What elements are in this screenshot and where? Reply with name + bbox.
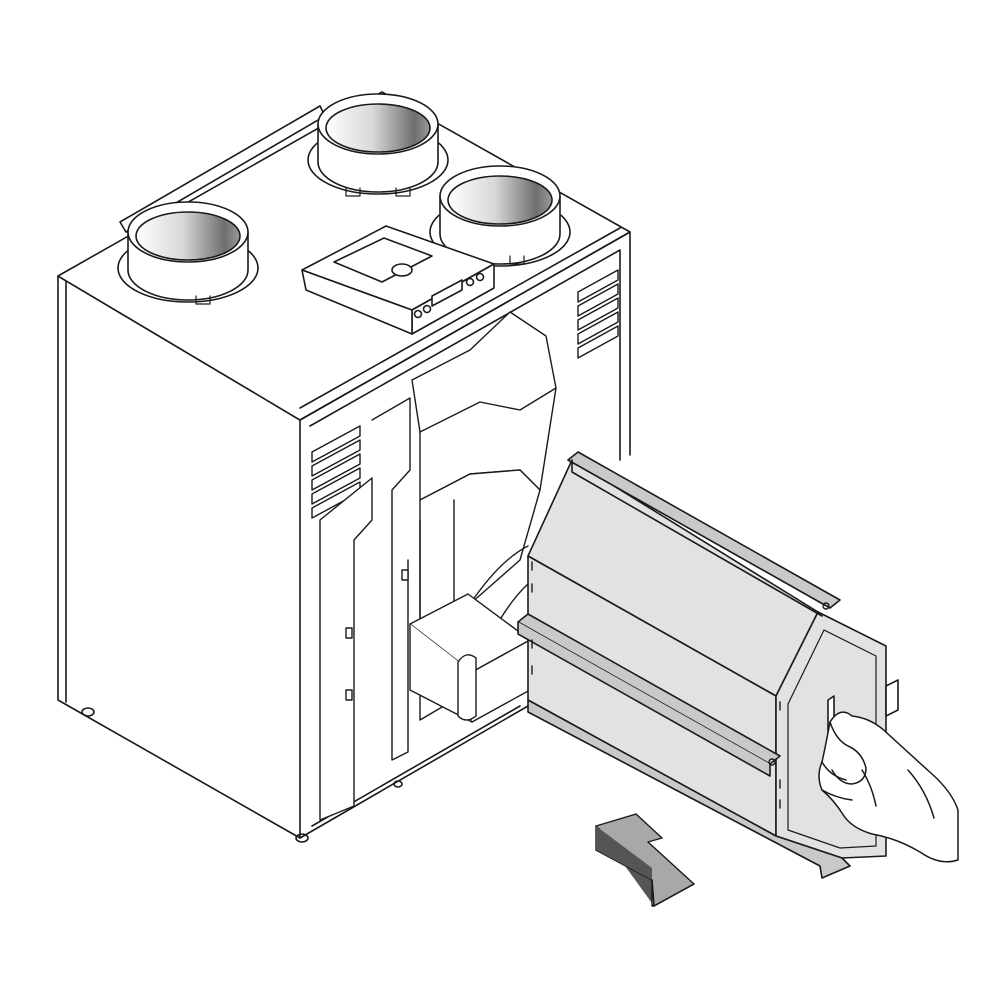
vent-grille-left [311, 425, 361, 519]
display-screen [431, 279, 463, 307]
cassette-rivets [531, 561, 830, 809]
latch-1 [345, 627, 353, 639]
control-button-4 [422, 304, 432, 314]
latch-2 [345, 689, 353, 701]
control-knob [391, 263, 413, 277]
cassette-top-rail-edge [571, 459, 823, 617]
control-panel [301, 225, 495, 335]
duct-collar-back-inner [325, 103, 431, 153]
vent-grille-right [577, 269, 619, 359]
control-button-2 [475, 272, 485, 282]
duct-collar-left-inner [135, 211, 241, 261]
cavity-center-partition [371, 397, 411, 761]
hand-icon [818, 711, 959, 863]
duct-collar-back [307, 93, 449, 197]
cabinet-foot-mid [393, 780, 403, 788]
cabinet-foot-front [295, 833, 309, 843]
hand-wrist [907, 769, 935, 819]
hand-finger-1 [821, 761, 847, 781]
arrow-shading [596, 826, 652, 880]
latch-3 [401, 569, 409, 581]
cassette-middle-rail-edge [517, 621, 771, 777]
cassette-end-face-inner [787, 629, 877, 849]
heat-exchanger-cassette [517, 451, 899, 879]
control-panel-recess [333, 237, 433, 283]
interior-cavity [319, 311, 557, 821]
arrow-down-right-icon [595, 813, 695, 907]
cavity-left-partition [319, 477, 373, 821]
cabinet-front-inner-frame [309, 249, 621, 461]
control-button-1 [465, 277, 475, 287]
duct-collar-left [117, 201, 259, 305]
cassette-top-rail [567, 451, 841, 609]
hand-thumb [829, 721, 867, 785]
hand-finger-2 [821, 789, 853, 801]
cabinet-foot-left [81, 707, 95, 717]
cabinet-front-bottom [299, 705, 529, 839]
cassette-side-bracket [885, 679, 899, 717]
cassette-bottom-rail [527, 699, 851, 879]
duct-collar-right-inner [447, 175, 553, 225]
control-button-3 [413, 309, 423, 319]
cabinet-top-lip [299, 227, 621, 409]
cabinet-front-frame [299, 231, 631, 456]
drip-tray-handle [457, 654, 477, 721]
hand-knuckle [861, 769, 877, 807]
cavity-channel-curve [469, 545, 529, 605]
duct-collar-right [429, 165, 571, 267]
control-panel-left [301, 269, 413, 335]
